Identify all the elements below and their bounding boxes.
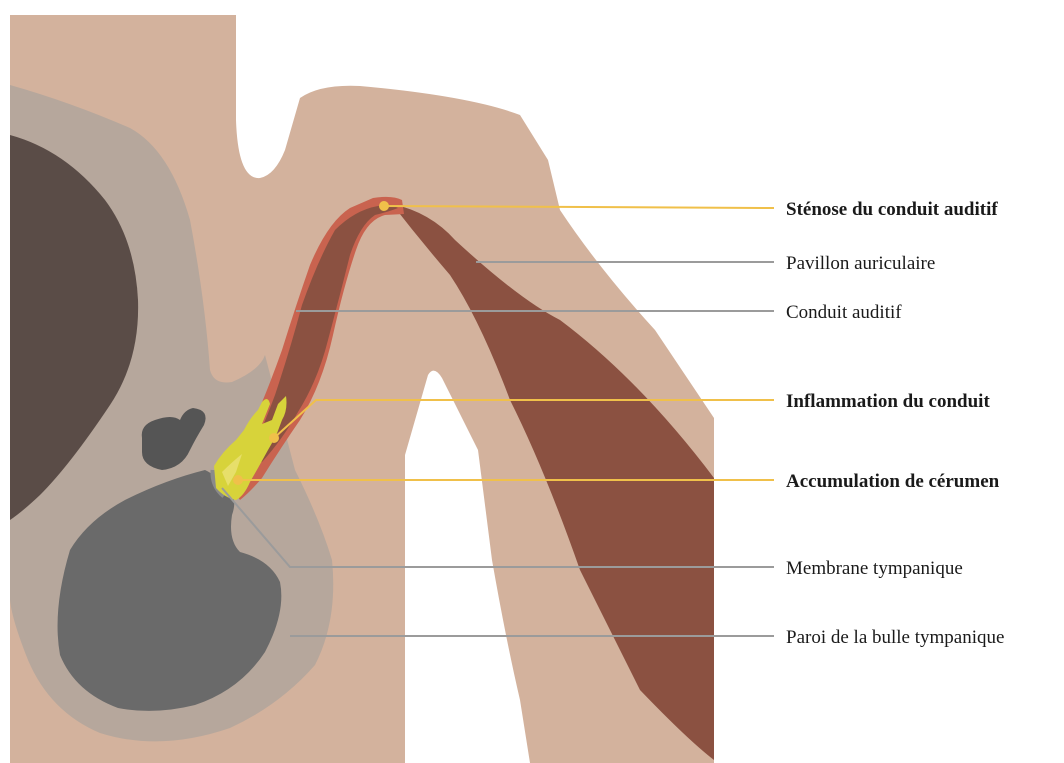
anatomy-illustration [10, 15, 714, 763]
label-membrane: Membrane tympanique [786, 558, 963, 579]
cerumen-marker [233, 475, 243, 485]
label-inflammation: Inflammation du conduit [786, 391, 990, 412]
stenose-marker [379, 201, 389, 211]
inflammation-marker [269, 433, 279, 443]
label-paroi: Paroi de la bulle tympanique [786, 627, 1004, 648]
label-stenose: Sténose du conduit auditif [786, 199, 998, 220]
label-pavillon: Pavillon auriculaire [786, 253, 935, 274]
label-cerumen: Accumulation de cérumen [786, 471, 1000, 492]
label-conduit: Conduit auditif [786, 302, 902, 323]
labels: Sténose du conduit auditif Pavillon auri… [786, 199, 1004, 648]
